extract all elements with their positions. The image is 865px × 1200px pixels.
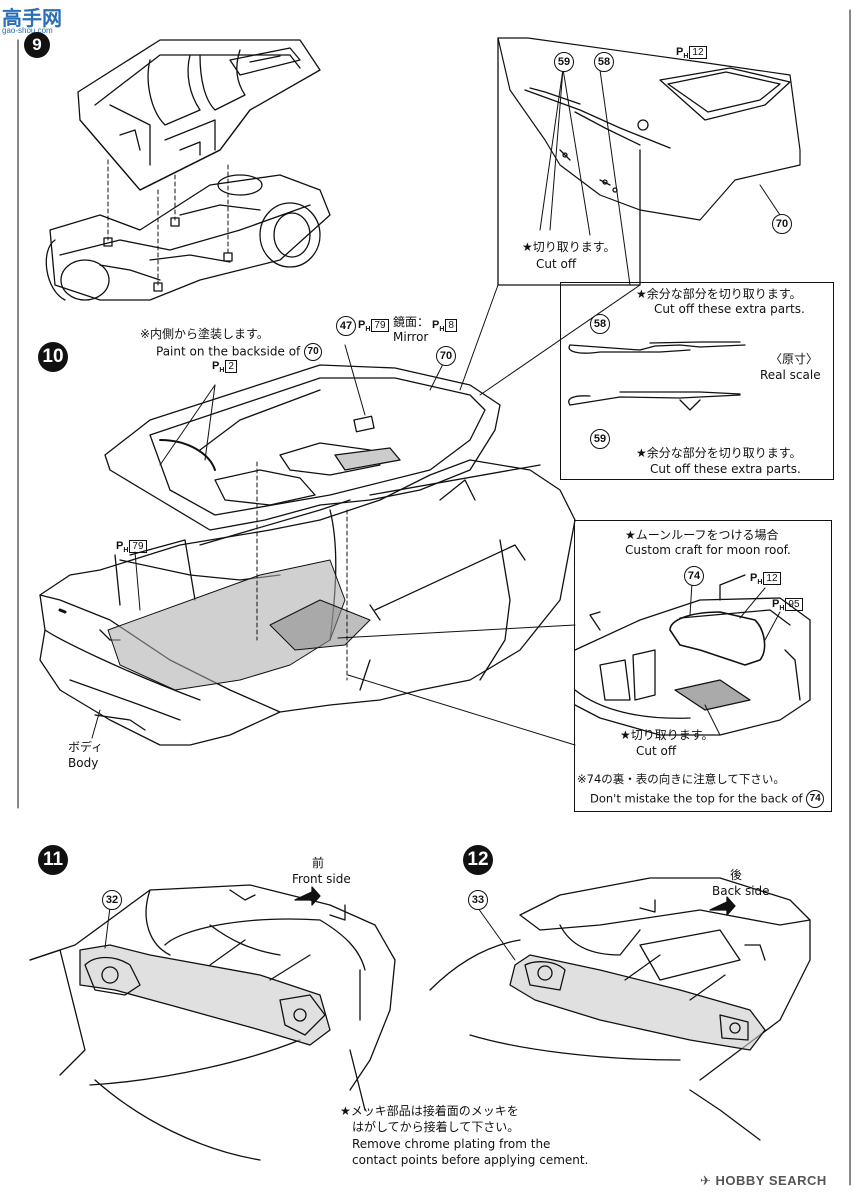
step12-part33	[509, 954, 766, 1051]
mistake-en: Don't mistake the top for the back of 74	[590, 790, 825, 808]
moonroof-jp: ★ムーンルーフをつける場合	[625, 528, 779, 542]
step10-body-shell	[39, 459, 576, 746]
part-47-label: 47	[336, 316, 356, 336]
paint-backside-en-text: Paint on the backside of	[156, 344, 301, 359]
part-59-wiper-label: 59	[590, 429, 610, 449]
wiper-part-58	[568, 341, 746, 354]
mistake-jp: ※74の裏・表の向きに注意して下さい。	[577, 772, 785, 786]
part-70-label-top: 70	[772, 214, 792, 234]
front-jp: 前	[312, 856, 325, 870]
paint-backside-en: Paint on the backside of 70	[156, 343, 323, 361]
part-58-wiper-label: 58	[590, 314, 610, 334]
chrome-jp-2: はがしてから接着して下さい。	[352, 1120, 520, 1134]
back-jp: 後	[730, 868, 743, 882]
hobby-search-symbol: ✈	[700, 1173, 712, 1188]
chrome-en-1: Remove chrome plating from the	[352, 1137, 551, 1151]
chrome-en-2: contact points before applying cement.	[352, 1153, 589, 1167]
step9-guide-lines	[107, 159, 229, 286]
step10-guide-lines	[256, 461, 348, 681]
step9-chassis	[45, 174, 331, 301]
hobby-search-logo: HOBBY SEARCH	[715, 1173, 827, 1188]
watermark-top-logo: 高手网	[2, 6, 62, 30]
step-9-badge: 9	[24, 32, 50, 58]
step10-glass-panel	[104, 364, 501, 531]
paint-backside-jp: ※内側から塗装します。	[140, 327, 269, 341]
body-jp: ボディ	[68, 740, 104, 754]
front-en: Front side	[292, 872, 351, 886]
part-32-label: 32	[102, 890, 122, 910]
mirror-en: Mirror	[393, 330, 429, 344]
extra-parts-jp-1: ★余分な部分を切り取ります。	[636, 287, 802, 301]
real-scale-jp: 〈原寸〉	[770, 352, 819, 366]
chrome-jp-1: ★メッキ部品は接着面のメッキを	[340, 1104, 519, 1118]
step12-body	[429, 877, 811, 1141]
step-11-badge: 11	[38, 845, 68, 875]
cut-off-jp-1: ★切り取ります。	[522, 240, 616, 254]
step11-body	[29, 884, 396, 1161]
part-58-label: 58	[594, 52, 614, 72]
moonroof-detail	[574, 574, 811, 736]
step9-interior-tub	[77, 39, 321, 191]
watermark-bottom: ✈ HOBBY SEARCH	[700, 1173, 827, 1189]
body-en: Body	[68, 756, 99, 770]
moonroof-en: Custom craft for moon roof.	[625, 543, 791, 557]
part-33-label: 33	[468, 890, 488, 910]
step11-arrows	[209, 939, 311, 981]
moonroof-leaders	[689, 582, 781, 736]
moonroof-callout-box	[574, 520, 832, 812]
extra-parts-jp-2: ★余分な部分を切り取ります。	[636, 446, 802, 460]
mirror-jp: 鏡面：	[393, 315, 430, 329]
cut-off-en-2: Cut off	[636, 744, 677, 758]
part-74-inline-mistake: 74	[806, 790, 825, 808]
step12-arrows	[624, 954, 726, 1001]
part-70-inline-paint: 70	[304, 343, 323, 361]
roof-window-part	[497, 37, 801, 286]
part-74-label: 74	[684, 566, 704, 586]
mistake-en-text: Don't mistake the top for the back of	[590, 791, 803, 806]
step-10-badge: 10	[38, 342, 68, 372]
step9-pegs	[103, 217, 233, 292]
cut-off-jp-2: ★切り取ります。	[620, 728, 714, 742]
step-12-badge: 12	[463, 845, 493, 875]
cut-off-en-1: Cut off	[536, 257, 577, 271]
part-70-label-glass: 70	[436, 346, 456, 366]
part-59-label: 59	[554, 52, 574, 72]
extra-parts-en-2: Cut off these extra parts.	[650, 462, 801, 476]
wiper-callout-box	[560, 282, 834, 480]
step10-leaders	[91, 344, 576, 746]
roof-leader-lines	[539, 68, 781, 286]
watermark-top-url: gao-shou.com	[2, 26, 53, 35]
step11-part32	[79, 944, 331, 1046]
real-scale-en: Real scale	[760, 368, 821, 382]
back-en: Back side	[712, 884, 770, 898]
wiper-part-59	[568, 391, 741, 411]
extra-parts-en-1: Cut off these extra parts.	[654, 302, 805, 316]
